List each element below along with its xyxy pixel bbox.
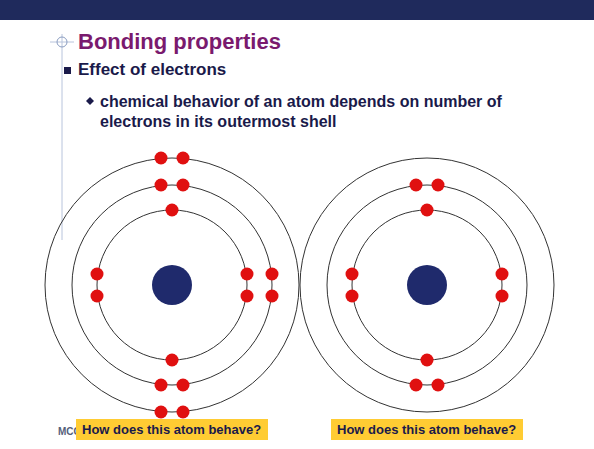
electron-shell [72,185,272,385]
atom-diagrams [45,152,554,419]
slide-title: Bonding properties [78,29,281,55]
electron [177,179,190,192]
frame-line [50,42,74,43]
question-box: How does this atom behave? [331,419,523,440]
electron [496,268,509,281]
electron [496,290,509,303]
electron [155,152,168,165]
bullet-square [64,67,71,74]
question-box: How does this atom behave? [76,419,268,440]
sub-bullet-text: chemical behavior of an atom depends on … [100,92,540,132]
electron-shell [352,210,502,360]
electron [166,204,179,217]
electron [410,179,423,192]
question-text: How does this atom behave? [82,422,262,437]
electron-shell [97,210,247,360]
bullet-text: Effect of electrons [78,60,226,80]
top-bar [0,0,594,20]
electron [91,290,104,303]
electron [241,268,254,281]
electron-shell [300,158,554,412]
electron [177,379,190,392]
nucleus [152,265,192,305]
electron [421,354,434,367]
bullet-diamond [86,97,94,105]
electron [155,379,168,392]
electron-shell [327,185,527,385]
plus-mark [57,37,67,47]
electron [266,290,279,303]
electron [177,152,190,165]
electron [91,268,104,281]
electron-shell [45,158,299,412]
nucleus [407,265,447,305]
electron [346,268,359,281]
electron [166,354,179,367]
electron [266,268,279,281]
question-text: How does this atom behave? [337,422,517,437]
electron [155,179,168,192]
electron [155,406,168,419]
electron [241,290,254,303]
electron [346,290,359,303]
frame-line [62,34,63,240]
electron [432,379,445,392]
electron [410,379,423,392]
electron [177,406,190,419]
electron [421,204,434,217]
electron [432,179,445,192]
